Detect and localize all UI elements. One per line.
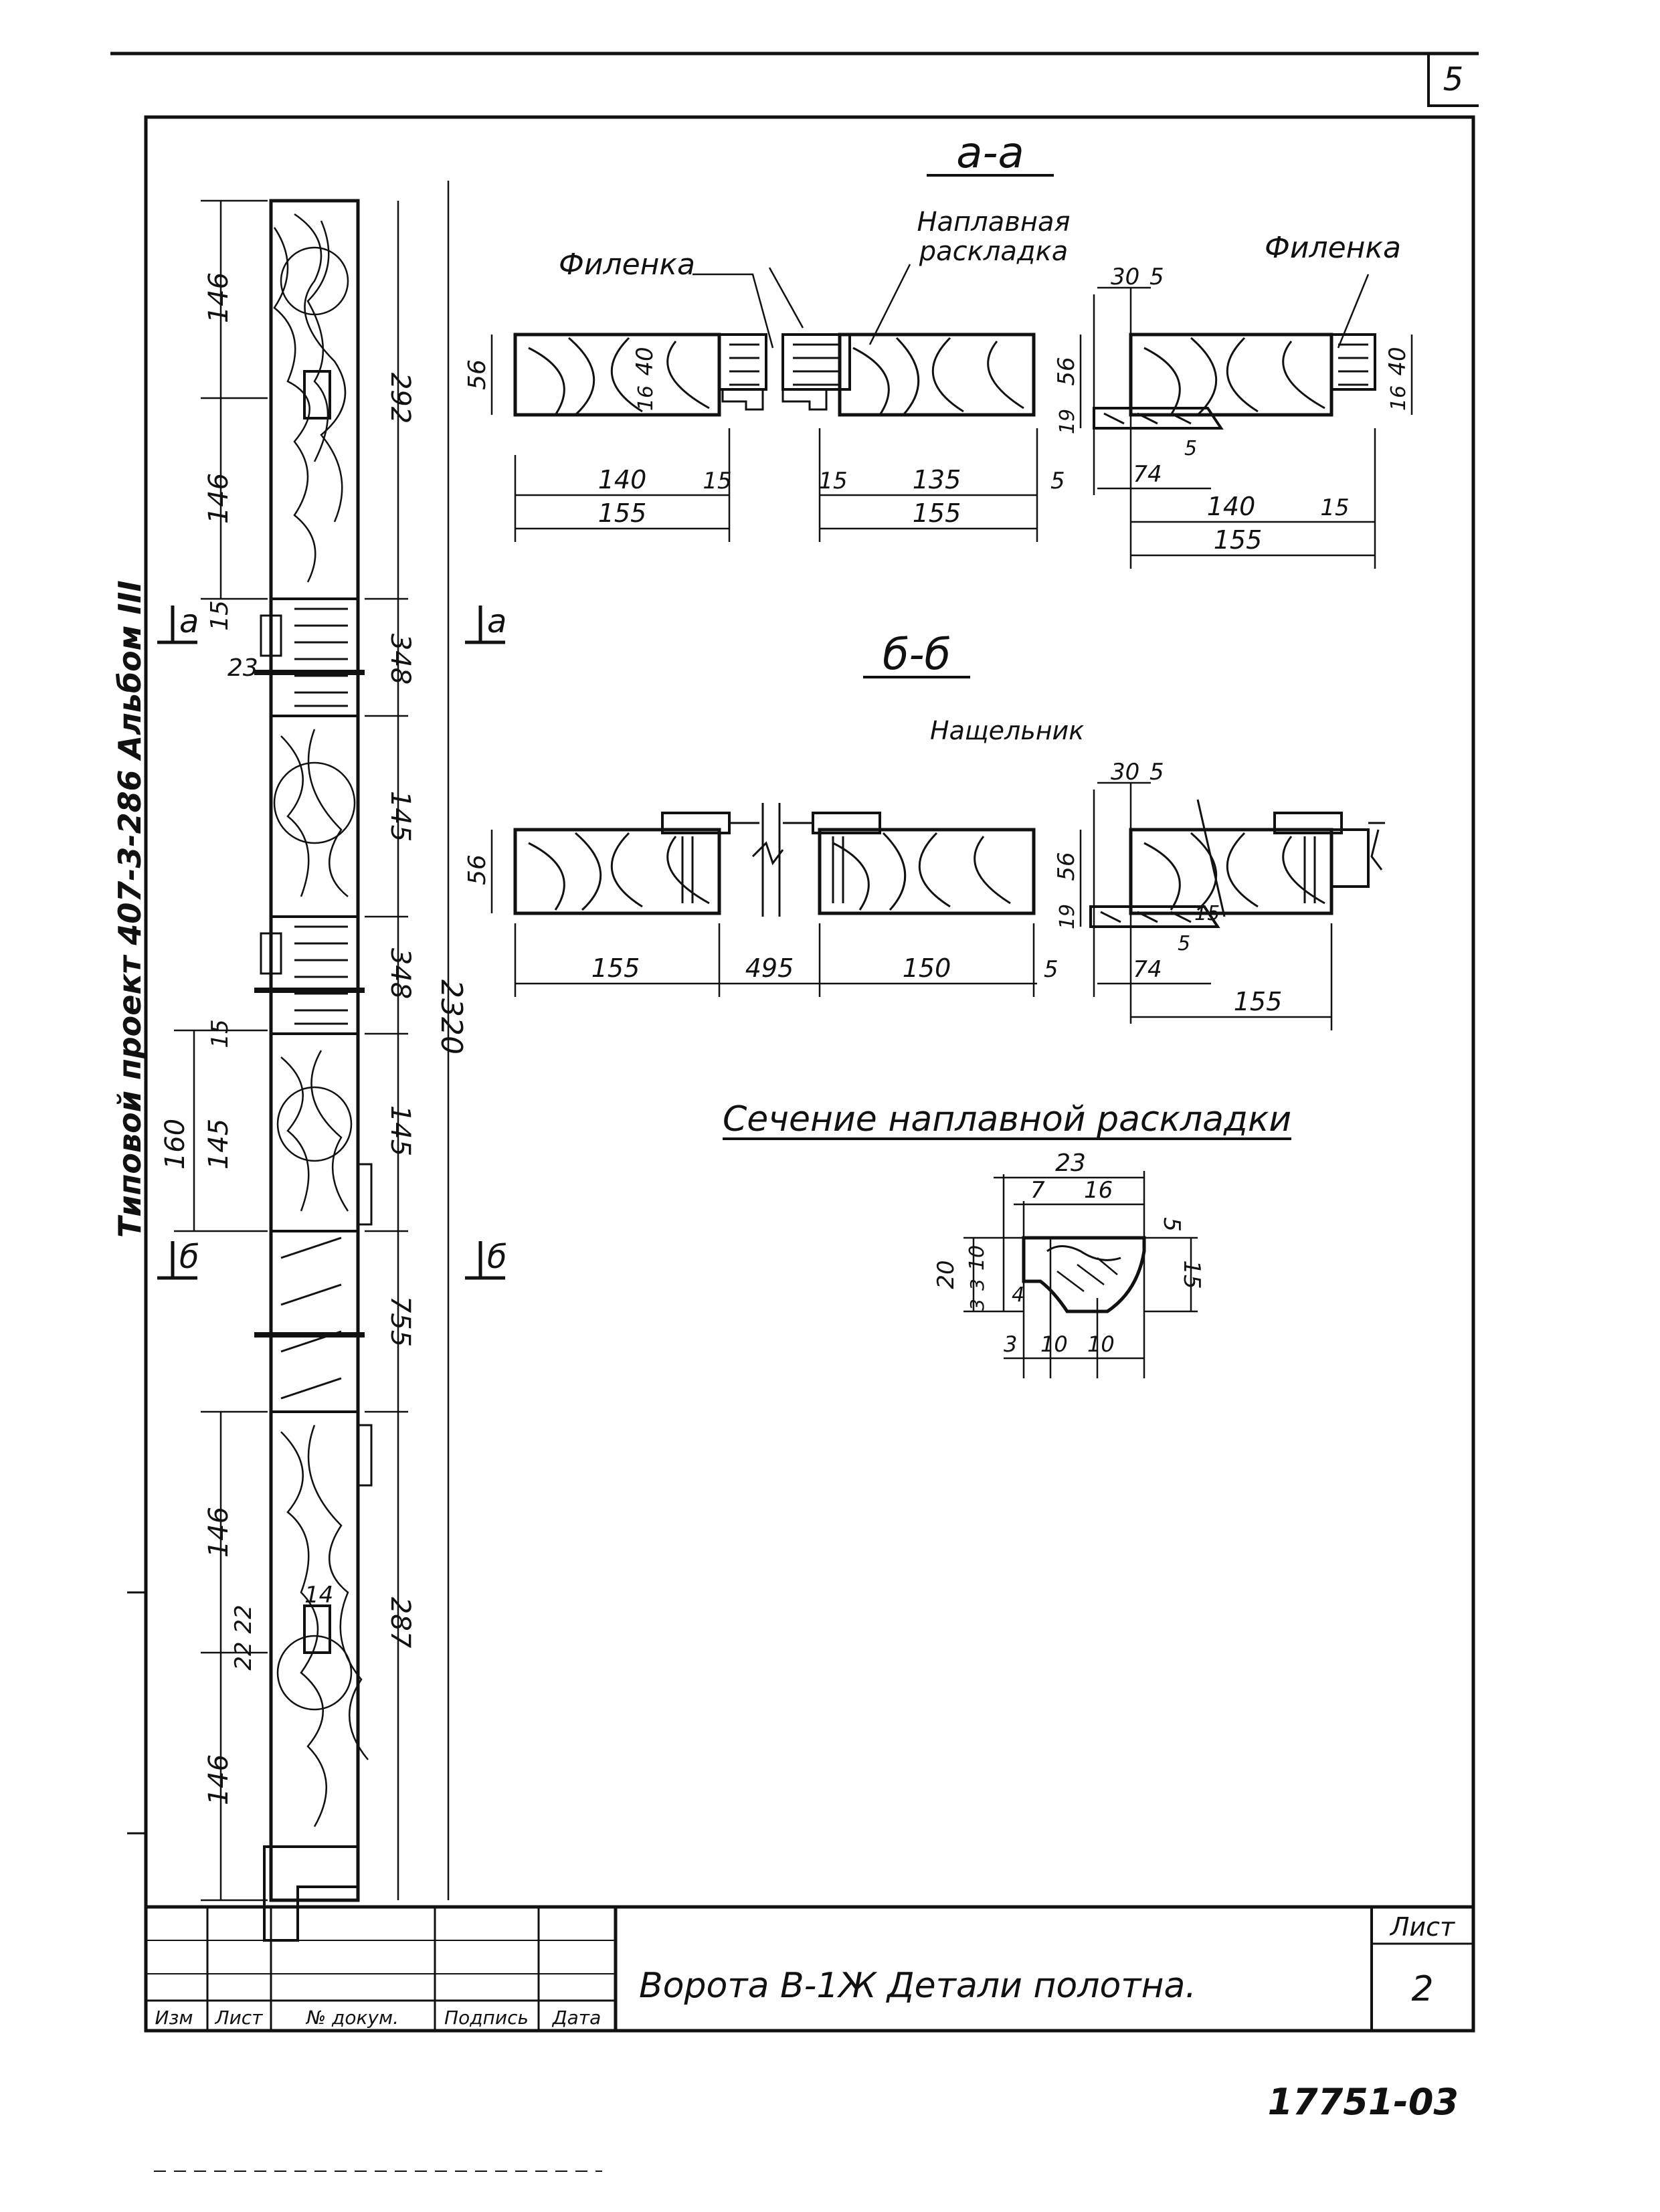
- col-izm: Изм: [155, 2007, 193, 2029]
- dim-v160: 160: [160, 1119, 191, 1170]
- dim-v146d: 146: [203, 1754, 234, 1805]
- dim-v348b: 348: [385, 948, 416, 999]
- dim-aa-140: 140: [598, 465, 647, 494]
- dim-v146b: 146: [203, 473, 234, 524]
- dim-bb-30: 30: [1111, 759, 1139, 786]
- dim-aa-140b: 140: [1207, 492, 1256, 521]
- dim-aa-15c: 15: [1320, 494, 1349, 521]
- dim-bb-h56-right: 56: [1053, 852, 1080, 881]
- dim-v22: 22: [230, 1604, 257, 1633]
- dim-aa-h56-right: 56: [1053, 357, 1080, 385]
- dim-v22b: 22: [230, 1641, 257, 1670]
- dim-aa-15a: 15: [703, 468, 731, 494]
- dim-aa-h56-left: 56: [464, 359, 491, 390]
- profile-title: Сечение наплавной раскладки: [723, 1099, 1291, 1139]
- dim-profile-20: 20: [933, 1260, 959, 1289]
- dim-profile-10: 10: [965, 1245, 989, 1271]
- profile-section: Сечение наплавной раскладки 23 7 16 5 20…: [723, 1099, 1291, 1378]
- dim-aa-155a: 155: [598, 498, 647, 528]
- dim-aa-5b: 5: [1149, 264, 1164, 290]
- dim-bb-h56-left: 56: [464, 854, 491, 885]
- dim-bb-5c: 5: [1178, 932, 1190, 955]
- dim-v755: 755: [385, 1296, 416, 1347]
- dim-v15: 15: [206, 600, 234, 631]
- cut-marker-a-left: а: [179, 603, 199, 640]
- drawing-title: Ворота В-1Ж Детали полотна.: [639, 1966, 1196, 2006]
- dim-aa-5a: 5: [1050, 468, 1065, 494]
- dim-profile-3b: 3: [966, 1299, 988, 1311]
- dim-aa-h16-right: 16: [1387, 385, 1410, 411]
- dim-v287: 287: [385, 1597, 416, 1649]
- dim-profile-16: 16: [1084, 1177, 1113, 1204]
- cut-marker-b-left: б: [179, 1238, 199, 1276]
- dim-profile-15: 15: [1178, 1260, 1205, 1289]
- dim-profile-10b: 10: [1087, 1331, 1115, 1357]
- dim-profile-5: 5: [1158, 1217, 1185, 1232]
- dim-bb-5a: 5: [1044, 956, 1058, 983]
- door-elevation: 146 146 15 23 160 145 15 146 22 22 14 14…: [157, 181, 507, 1942]
- cut-marker-b-right: б: [487, 1238, 507, 1276]
- dim-profile-10a: 10: [1040, 1331, 1068, 1357]
- dim-profile-23: 23: [1055, 1149, 1086, 1177]
- col-date: Дата: [551, 2007, 602, 2029]
- dim-aa-135: 135: [913, 465, 961, 494]
- bottom-code: 17751-03: [1268, 2081, 1459, 2123]
- dim-aa-h19-right: 19: [1056, 409, 1079, 434]
- dim-v2320: 2320: [434, 980, 468, 1054]
- dim-v15b: 15: [207, 1019, 234, 1048]
- sheet-number: 2: [1411, 1969, 1433, 2009]
- dim-v292: 292: [385, 373, 416, 424]
- cut-marker-a-right: а: [487, 603, 506, 640]
- col-doc: № докум.: [305, 2007, 399, 2029]
- section-aa: а-а: [464, 128, 1413, 569]
- label-aa-panel-left: Филенка: [559, 248, 695, 282]
- col-sign: Подпись: [444, 2007, 529, 2029]
- section-aa-title: а-а: [956, 128, 1024, 178]
- dim-aa-74: 74: [1133, 461, 1162, 488]
- side-caption: Типовой проект 407-3-286 Альбом III: [112, 580, 148, 1238]
- sheet-frame: [110, 52, 1479, 2033]
- dim-aa-h16-left: 16: [634, 385, 658, 411]
- dim-v23: 23: [227, 654, 258, 682]
- dim-bb-155a: 155: [591, 953, 640, 983]
- dim-bb-15: 15: [1194, 902, 1220, 925]
- dim-bb-155b: 155: [1234, 987, 1283, 1016]
- dim-profile-7: 7: [1030, 1177, 1045, 1204]
- dim-v146a: 146: [203, 272, 234, 323]
- dim-v14: 14: [304, 1582, 333, 1608]
- dim-v348a: 348: [385, 634, 416, 684]
- dim-bb-495: 495: [745, 953, 794, 983]
- dim-profile-4: 4: [1012, 1283, 1024, 1307]
- dim-aa-155b: 155: [913, 498, 961, 528]
- top-page-number: 5: [1443, 61, 1464, 98]
- label-bb-batten: Нащельник: [930, 716, 1084, 745]
- dim-v146c: 146: [203, 1507, 234, 1558]
- dim-aa-30: 30: [1111, 264, 1139, 290]
- dim-v145b: 145: [203, 1119, 234, 1170]
- dim-bb-74: 74: [1133, 956, 1162, 983]
- label-aa-panel-right: Филенка: [1265, 231, 1401, 265]
- section-bb: б-б: [464, 630, 1385, 1030]
- label-aa-raskladka: Наплавная раскладка: [917, 207, 1071, 267]
- dim-aa-h40-right: 40: [1384, 347, 1411, 375]
- dim-bb-5b: 5: [1149, 759, 1164, 786]
- dim-aa-h40-left: 40: [632, 347, 658, 375]
- dim-profile-3a: 3: [966, 1279, 988, 1291]
- dim-v145a: 145: [385, 791, 416, 842]
- dim-v145c: 145: [385, 1105, 416, 1156]
- dim-aa-155c: 155: [1214, 525, 1263, 555]
- title-block: Изм Лист № докум. Подпись Дата Ворота В-…: [146, 1905, 1473, 2031]
- section-bb-title: б-б: [883, 630, 951, 680]
- dim-profile-3c: 3: [1004, 1331, 1017, 1357]
- dim-bb-150: 150: [903, 953, 951, 983]
- dim-aa-5c: 5: [1184, 437, 1197, 460]
- col-list: Лист: [215, 2007, 264, 2029]
- sheet-label: Лист: [1389, 1912, 1456, 1942]
- dim-aa-15b: 15: [818, 468, 847, 494]
- dim-bb-h19-right: 19: [1056, 904, 1079, 929]
